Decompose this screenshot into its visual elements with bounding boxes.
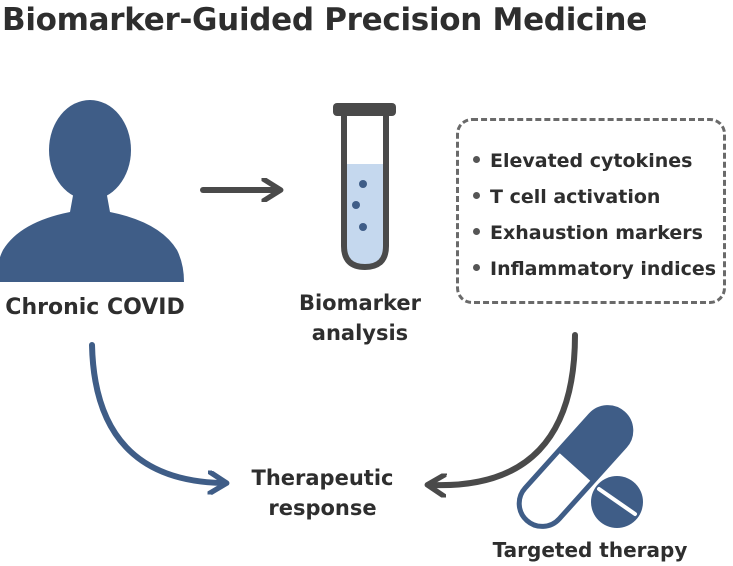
test-tube-icon	[333, 103, 396, 271]
bullet-icon	[473, 192, 480, 199]
bullet-icon	[473, 228, 480, 235]
bullet-icon	[473, 264, 480, 271]
biomarker-item: Inflammatory indices	[473, 251, 723, 287]
person-silhouette-icon	[0, 100, 184, 282]
biomarker-list-box: Elevated cytokines T cell activation Exh…	[456, 118, 726, 304]
biomarker-item: Exhaustion markers	[473, 215, 723, 251]
arrow-patient-to-response	[89, 342, 222, 483]
analysis-label-line2: analysis	[311, 321, 409, 345]
biomarker-item: T cell activation	[473, 179, 723, 215]
response-label-line2: response	[268, 496, 377, 520]
biomarker-item-text: Exhaustion markers	[490, 222, 703, 244]
therapy-label: Targeted therapy	[492, 538, 688, 562]
biomarker-item-text: Inflammatory indices	[490, 258, 717, 280]
biomarker-item-text: T cell activation	[490, 186, 661, 208]
biomarker-item: Elevated cytokines	[473, 143, 723, 179]
bullet-icon	[473, 156, 480, 163]
analysis-label: Biomarker analysis	[285, 288, 435, 348]
analysis-label-line1: Biomarker	[298, 291, 422, 315]
diagram-title: Biomarker-Guided Precision Medicine	[2, 2, 647, 38]
biomarker-item-text: Elevated cytokines	[490, 150, 693, 172]
response-label-line1: Therapeutic	[251, 466, 394, 490]
pill-capsule-icon	[516, 405, 643, 529]
response-label: Therapeutic response	[235, 463, 410, 523]
patient-label: Chronic COVID	[5, 295, 185, 320]
arrow-therapy-to-response	[432, 332, 578, 485]
